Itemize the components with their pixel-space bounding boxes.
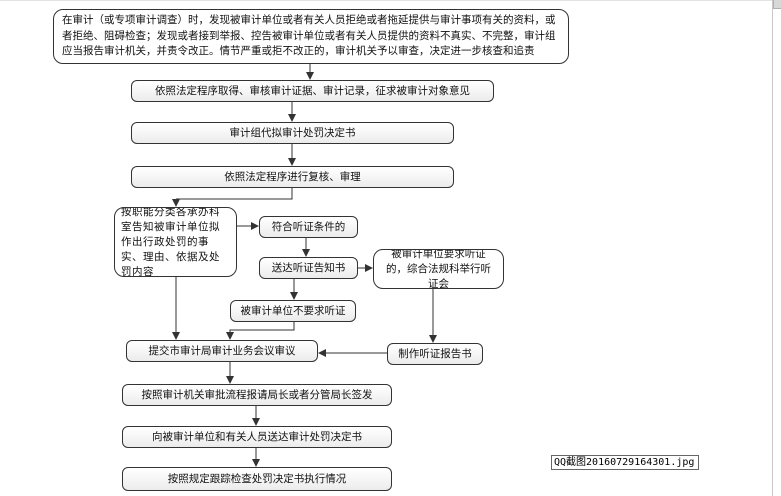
hearing-condition-node: 符合听证条件的: [259, 216, 358, 238]
connector-review-split: [176, 188, 293, 200]
window-top-border: [0, 0, 781, 1]
serve-decision-node: 向被审计单位和有关人员送达审计处罚决定书: [122, 426, 392, 448]
screenshot-filename-label: QQ截图20160729164301.jpg: [551, 455, 699, 470]
collect-evidence-node: 依照法定程序取得、审核审计证据、审计记录，征求被审计对象意见: [131, 80, 494, 102]
submit-meeting-node: 提交市审计局审计业务会议审议: [126, 340, 318, 362]
window-corner: [773, 0, 781, 9]
request-hearing-node: 被审计单位要求听证的，综合法规科举行听证会: [373, 249, 504, 289]
send-hearing-notice-node: 送达听证告知书: [259, 257, 358, 279]
no-hearing-request-node: 被审计单位不要求听证: [230, 300, 356, 322]
draft-decision-node: 审计组代拟审计处罚决定书: [131, 122, 454, 144]
start-text-line-2: 者拒绝、阻碍检查；发现或者接到举报、控告被审计单位或者有关人员提供的资料不真实、…: [62, 29, 556, 42]
start-text-line-3: 应当报告审计机关，并责令改正。情节严重或拒不改正的，审计机关予以审查，决定进一步…: [62, 45, 535, 58]
track-execution-node: 按照规定跟踪检查处罚决定书执行情况: [122, 467, 392, 491]
notify-penalty-node: 按职能分类各承办科室告知被审计单位拟作出行政处罚的事实、理由、依据及处罚内容: [114, 207, 237, 277]
window-right-border: [772, 0, 773, 496]
approval-node: 按照审计机关审批流程报请局长或者分管局长签发: [122, 384, 392, 406]
start-text-line-1: 在审计（或专项审计调查）时，发现被审计单位或者有关人员拒绝或者拖延提供与审计事项…: [62, 14, 556, 27]
start-node: 在审计（或专项审计调查）时，发现被审计单位或者有关人员拒绝或者拖延提供与审计事项…: [53, 9, 569, 64]
review-node: 依照法定程序进行复核、审理: [131, 166, 454, 188]
hearing-report-node: 制作听证报告书: [387, 343, 483, 365]
arrow-noreq-to-submit: [226, 322, 295, 340]
